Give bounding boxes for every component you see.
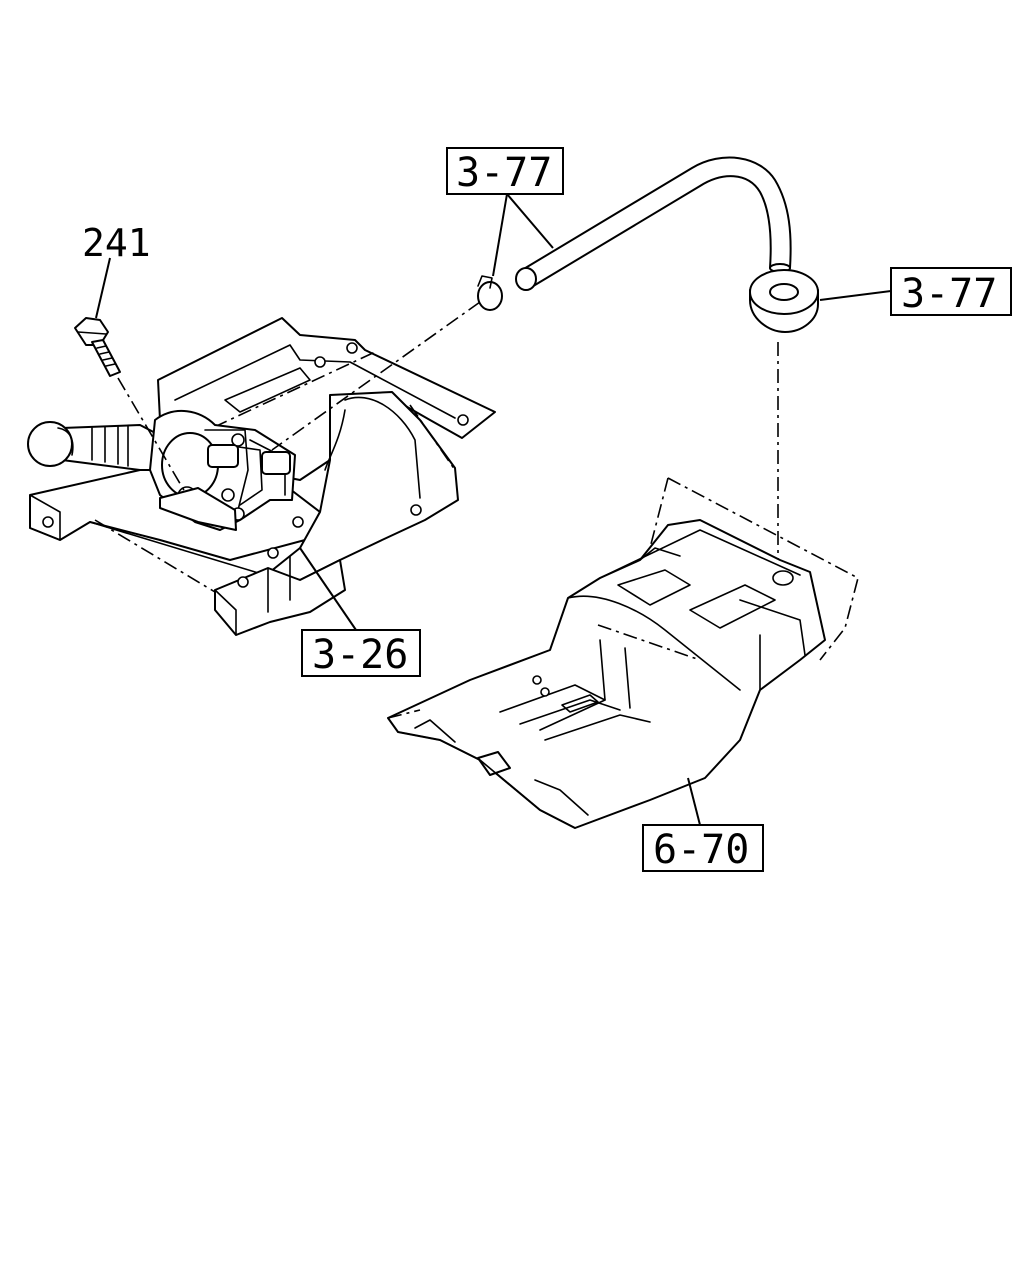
callout-grommet: 3-77 [890,267,1012,317]
svg-text:3-77: 3-77 [456,150,552,196]
callout-hose: 3-77 [446,147,564,196]
leader-lines [95,193,892,826]
svg-text:3-77: 3-77 [901,271,997,317]
bolt-241 [74,317,121,377]
valve-assembly [27,409,296,531]
callout-bolt: 241 [82,221,151,265]
floor-panel [387,477,859,829]
callout-bracket: 3-26 [301,629,421,678]
hose-clamp [477,275,503,311]
callout-floor-panel: 6-70 [642,824,764,873]
bolt-centerline [117,377,186,493]
hose-centerline [271,301,481,451]
svg-text:6-70: 6-70 [653,827,749,873]
svg-text:241: 241 [82,221,151,265]
svg-text:3-26: 3-26 [312,632,408,678]
grommet [749,269,819,333]
